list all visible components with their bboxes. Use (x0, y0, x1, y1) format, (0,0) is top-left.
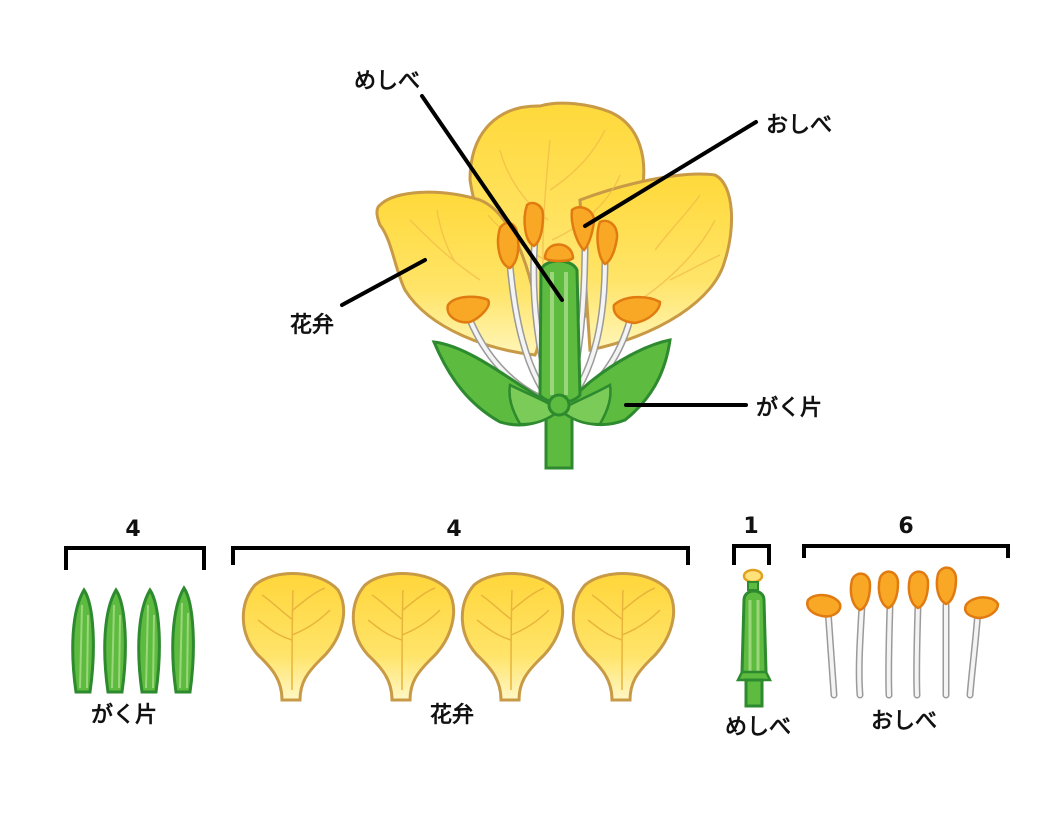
count-petals: 4 (446, 517, 461, 542)
part-label-sepals: がく片 (91, 702, 157, 728)
sepal-pieces (71, 585, 195, 694)
anthers (446, 201, 662, 325)
leader-stamen (583, 120, 758, 228)
bracket-pistil (732, 544, 771, 565)
stem (544, 408, 574, 470)
pistil-main (538, 243, 582, 417)
bracket-petals (231, 546, 690, 565)
sepal-front-left (508, 383, 563, 426)
main-flower: めしべ おしべ 花弁 がく片 (290, 69, 832, 470)
sepal-piece-2 (103, 587, 127, 694)
petal-piece-1 (241, 572, 346, 702)
part-breakdown: 4 4 1 6 (64, 514, 1010, 740)
sepal-front-right (557, 383, 612, 426)
part-label-pistil: めしべ (725, 715, 791, 740)
stamen-anther-2 (849, 572, 872, 612)
bracket-sepals (64, 546, 206, 570)
anther-3 (523, 201, 545, 248)
stamen-pieces (806, 566, 1000, 699)
anther-5 (596, 219, 619, 266)
petal-pieces (241, 572, 676, 702)
part-label-petals: 花弁 (430, 702, 474, 728)
label-petal: 花弁 (290, 312, 334, 338)
count-pistil: 1 (743, 514, 758, 539)
petal-piece-4 (571, 572, 676, 702)
stamen-anther-3 (877, 570, 900, 610)
brackets (64, 544, 1010, 570)
leader-lines (340, 94, 758, 407)
leader-pistil (420, 94, 564, 302)
anther-1 (446, 295, 491, 324)
stamen-anther-4 (907, 570, 930, 610)
sepal-piece-1 (71, 587, 95, 694)
anther-6 (612, 295, 662, 325)
count-stamens: 6 (898, 514, 913, 539)
petal-piece-2 (351, 572, 456, 702)
stamen-anther-6 (963, 596, 1000, 620)
label-pistil: めしべ (354, 69, 420, 94)
anther-4 (570, 205, 596, 252)
petal-piece-3 (460, 572, 565, 702)
stamen-anther-5 (935, 566, 958, 606)
pistil-piece (735, 568, 773, 708)
leader-petal (340, 258, 427, 307)
label-stamen: おしべ (766, 113, 832, 138)
petal-veins (409, 129, 721, 301)
count-sepals: 4 (125, 517, 140, 542)
part-label-stamens: おしべ (871, 709, 937, 734)
sepal-piece-4 (171, 585, 195, 694)
stamen-anther-1 (806, 593, 842, 618)
sepal-piece-3 (137, 587, 161, 694)
label-sepal: がく片 (756, 395, 822, 421)
bracket-stamens (802, 544, 1010, 558)
